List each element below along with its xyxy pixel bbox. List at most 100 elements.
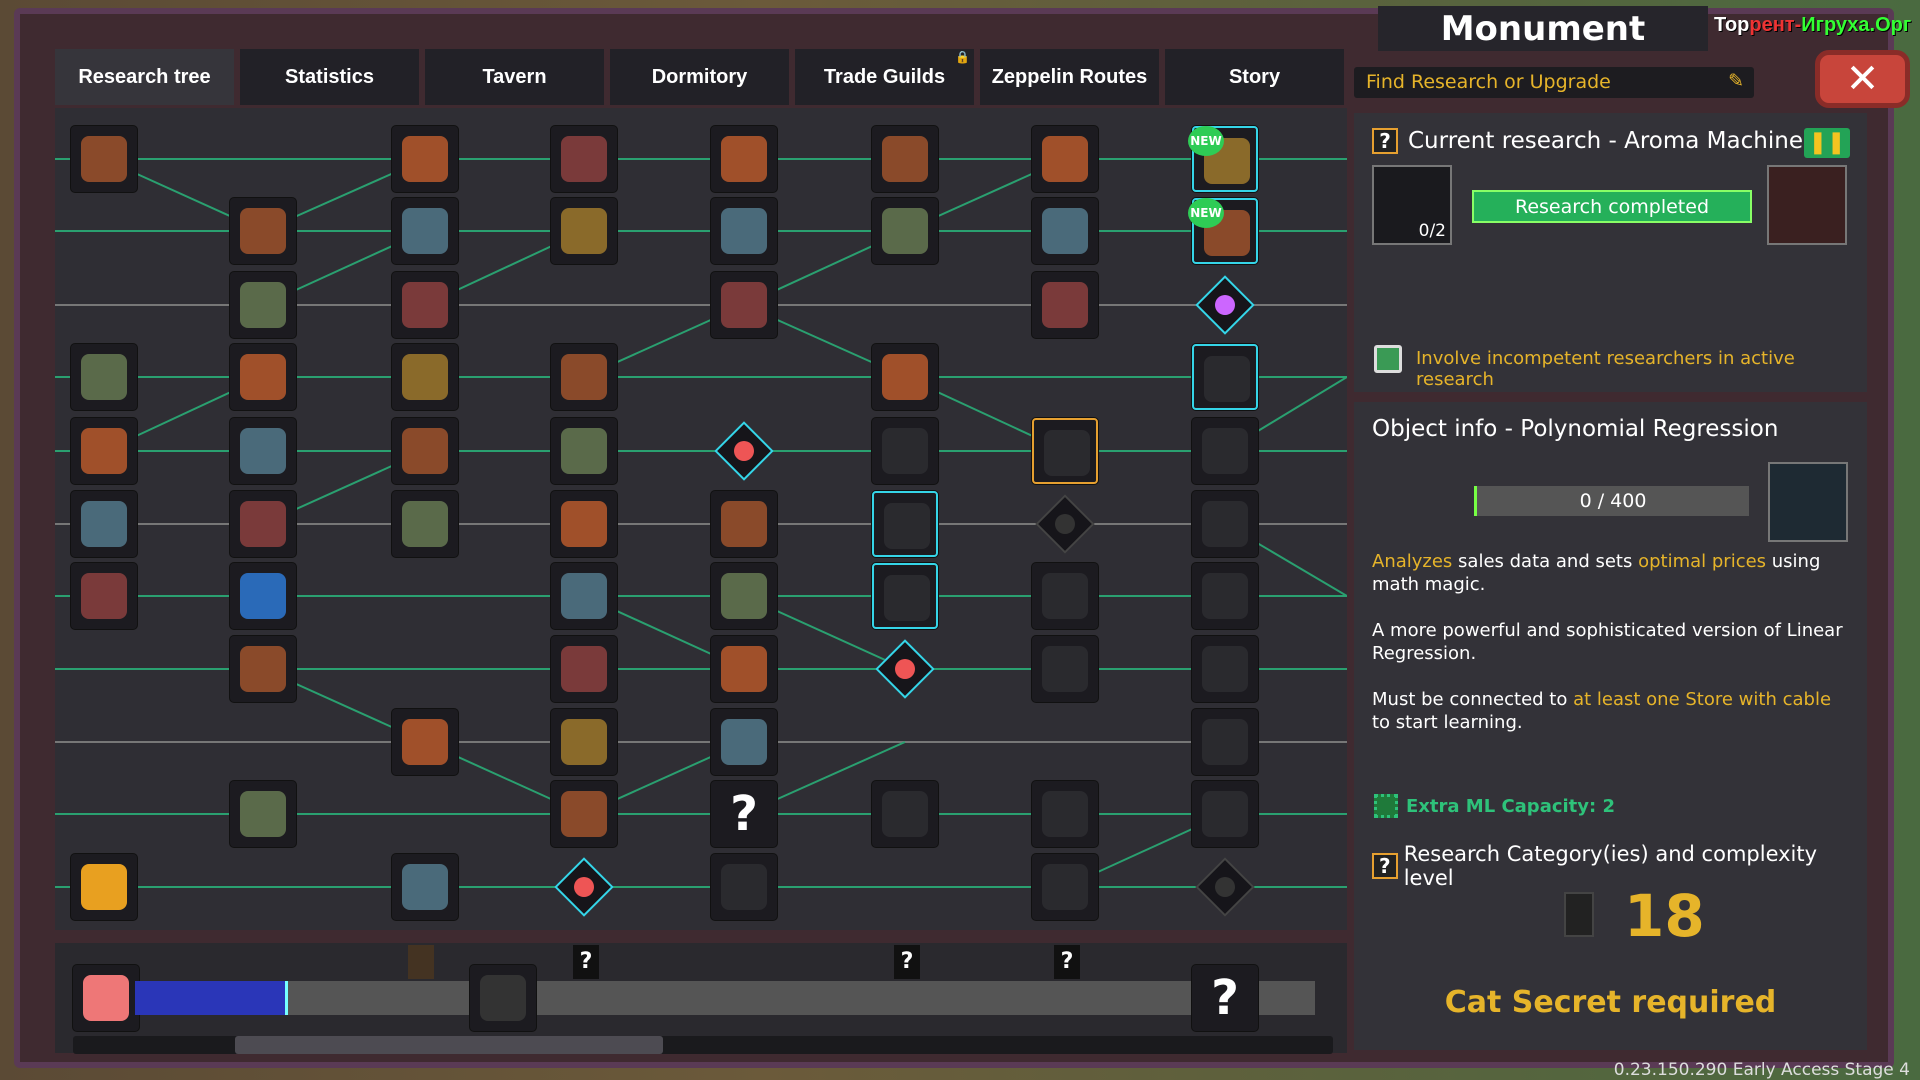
node-art xyxy=(402,864,448,910)
research-node[interactable] xyxy=(551,636,617,702)
research-node[interactable]: NEW xyxy=(1188,126,1258,192)
research-node[interactable] xyxy=(1032,272,1098,338)
horizontal-scrollbar[interactable] xyxy=(73,1036,1333,1054)
research-node[interactable] xyxy=(872,418,938,484)
research-node[interactable] xyxy=(230,563,296,629)
tab-research-tree[interactable]: Research tree xyxy=(55,49,234,105)
research-node[interactable] xyxy=(872,781,938,847)
timeline-marker[interactable] xyxy=(408,945,434,979)
research-node[interactable] xyxy=(230,344,296,410)
research-node[interactable] xyxy=(71,854,137,920)
research-node[interactable] xyxy=(711,126,777,192)
research-node[interactable] xyxy=(1032,854,1098,920)
research-node[interactable] xyxy=(1032,198,1098,264)
research-node[interactable] xyxy=(711,636,777,702)
node-art xyxy=(1042,646,1088,692)
research-node[interactable]: ? xyxy=(711,781,777,847)
node-art xyxy=(1042,791,1088,837)
watermark: Торрент-Игруха.Орг xyxy=(1714,14,1912,36)
research-node[interactable] xyxy=(392,709,458,775)
research-node[interactable] xyxy=(71,491,137,557)
tab-tavern[interactable]: Tavern xyxy=(425,49,604,105)
checkbox-label: Involve incompetent researchers in activ… xyxy=(1416,348,1795,390)
research-node[interactable] xyxy=(711,563,777,629)
research-node[interactable] xyxy=(711,709,777,775)
research-node[interactable] xyxy=(872,198,938,264)
research-node[interactable] xyxy=(872,126,938,192)
timeline-unknown-marker[interactable]: ? xyxy=(573,945,599,979)
node-art xyxy=(721,573,767,619)
research-node[interactable] xyxy=(711,491,777,557)
research-node[interactable] xyxy=(1192,563,1258,629)
research-node[interactable] xyxy=(392,854,458,920)
close-button[interactable]: ✕ xyxy=(1815,50,1910,108)
research-node[interactable] xyxy=(71,344,137,410)
tab-statistics[interactable]: Statistics xyxy=(240,49,419,105)
research-node[interactable] xyxy=(392,344,458,410)
desc-text: A more powerful and sophisticated versio… xyxy=(1372,620,1843,664)
research-node[interactable] xyxy=(872,344,938,410)
research-node[interactable] xyxy=(1032,126,1098,192)
research-node[interactable] xyxy=(1192,636,1258,702)
timeline-unknown-marker[interactable]: ? xyxy=(1054,945,1080,979)
timeline-unknown-node[interactable]: ? xyxy=(1192,965,1258,1031)
pause-button[interactable]: ❚❚ xyxy=(1804,128,1850,158)
research-node[interactable] xyxy=(872,563,938,629)
tab-story[interactable]: Story xyxy=(1165,49,1344,105)
research-node[interactable] xyxy=(392,272,458,338)
research-node[interactable] xyxy=(551,781,617,847)
research-node[interactable] xyxy=(1032,563,1098,629)
research-node[interactable] xyxy=(1192,491,1258,557)
research-node[interactable] xyxy=(711,198,777,264)
node-art xyxy=(721,136,767,182)
node-art xyxy=(561,719,607,765)
timeline-unknown-marker[interactable]: ? xyxy=(894,945,920,979)
research-node[interactable] xyxy=(1192,781,1258,847)
research-node[interactable] xyxy=(230,491,296,557)
timeline-node[interactable] xyxy=(470,965,536,1031)
research-node[interactable] xyxy=(230,636,296,702)
research-node[interactable] xyxy=(71,563,137,629)
research-node[interactable] xyxy=(551,198,617,264)
research-node[interactable] xyxy=(872,491,938,557)
research-node[interactable] xyxy=(1032,781,1098,847)
incompetent-checkbox[interactable] xyxy=(1374,345,1402,373)
help-icon[interactable]: ? xyxy=(1372,853,1398,879)
research-node[interactable] xyxy=(551,563,617,629)
tavern-node[interactable] xyxy=(73,965,139,1031)
research-node[interactable] xyxy=(551,709,617,775)
tab-zeppelin-routes[interactable]: Zeppelin Routes xyxy=(980,49,1159,105)
research-node[interactable] xyxy=(1192,344,1258,410)
research-node[interactable] xyxy=(230,198,296,264)
node-art xyxy=(402,501,448,547)
research-node[interactable] xyxy=(71,418,137,484)
tab-trade-guilds[interactable]: Trade Guilds🔒 xyxy=(795,49,974,105)
research-node[interactable] xyxy=(1032,636,1098,702)
research-node[interactable] xyxy=(551,344,617,410)
research-node[interactable] xyxy=(551,418,617,484)
scrollbar-thumb[interactable] xyxy=(235,1036,663,1054)
research-node[interactable]: NEW xyxy=(1188,198,1258,264)
node-art xyxy=(81,428,127,474)
research-node[interactable] xyxy=(392,126,458,192)
research-node[interactable] xyxy=(551,126,617,192)
research-node[interactable] xyxy=(551,491,617,557)
research-node[interactable] xyxy=(392,418,458,484)
node-art xyxy=(561,354,607,400)
research-node[interactable] xyxy=(71,126,137,192)
research-node[interactable] xyxy=(1192,418,1258,484)
research-node[interactable] xyxy=(392,198,458,264)
research-node[interactable] xyxy=(1032,418,1098,484)
research-node[interactable] xyxy=(711,272,777,338)
tab-dormitory[interactable]: Dormitory xyxy=(610,49,789,105)
research-node[interactable] xyxy=(230,781,296,847)
search-input[interactable]: Find Research or Upgrade✎ xyxy=(1354,67,1754,98)
research-node[interactable] xyxy=(1192,709,1258,775)
help-icon[interactable]: ? xyxy=(1372,128,1398,154)
research-node[interactable] xyxy=(392,491,458,557)
object-info-panel: Object info - Polynomial Regression 0 / … xyxy=(1354,402,1867,1050)
research-node[interactable] xyxy=(230,272,296,338)
research-node[interactable] xyxy=(711,854,777,920)
research-node[interactable] xyxy=(230,418,296,484)
